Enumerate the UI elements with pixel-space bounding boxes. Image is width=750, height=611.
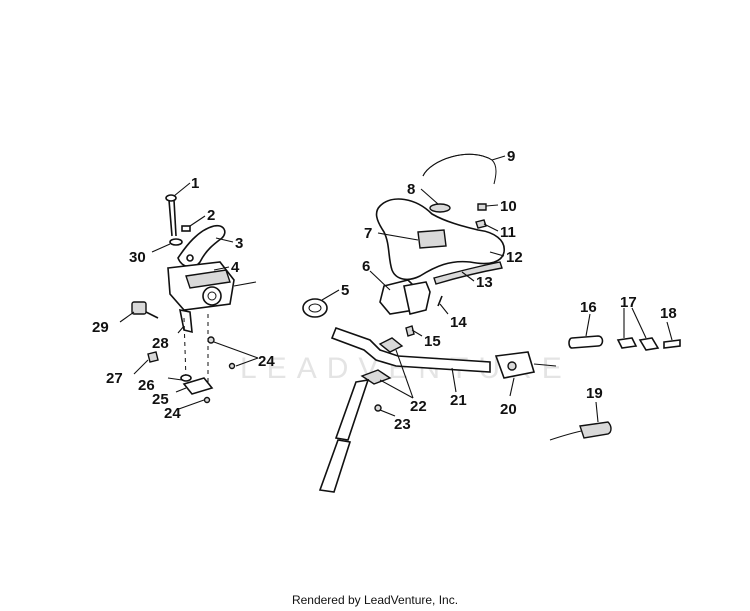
axis-line-1	[183, 317, 187, 381]
callout-label: 7	[364, 225, 372, 242]
callout-labels: 1 2 3 4 5 6 7 8 9 10 11 12 13 14 15 16 1…	[92, 148, 677, 433]
screw-part	[228, 362, 236, 370]
screw-part	[374, 404, 382, 412]
trim-part	[433, 261, 503, 285]
cable-part	[579, 421, 612, 439]
column-part	[334, 378, 370, 441]
callout-label: 16	[580, 299, 597, 316]
clip-part	[477, 203, 487, 211]
knob-part	[131, 301, 159, 319]
callout-label: 17	[620, 294, 637, 311]
callout-label: 11	[500, 224, 516, 241]
grip-cap-part	[638, 337, 660, 351]
callout-label: 23	[394, 416, 411, 433]
leader-lines	[119, 155, 673, 423]
clamp-part	[360, 369, 392, 385]
wheel-hub	[417, 229, 447, 249]
callout-label: 9	[507, 148, 515, 165]
callout-label: 13	[476, 274, 493, 291]
callout-label: 2	[207, 207, 215, 224]
callout-label: 30	[129, 249, 146, 266]
callout-label: 1	[191, 175, 199, 192]
nut-part	[147, 351, 159, 363]
column-lower-part	[318, 439, 352, 493]
left-assembly	[131, 194, 257, 404]
callout-label: 4	[231, 259, 240, 276]
nut-part	[475, 219, 487, 229]
callout-label: 26	[138, 377, 155, 394]
switch-wire	[533, 363, 557, 367]
cable-wire	[549, 429, 587, 441]
callout-label: 27	[106, 370, 123, 387]
callout-label: 14	[450, 314, 467, 331]
housing-top	[185, 269, 231, 289]
callout-label: 15	[424, 333, 441, 350]
cap-part	[429, 203, 451, 213]
footer-credit: Rendered by LeadVenture, Inc.	[291, 593, 459, 607]
grip-part	[568, 335, 604, 349]
right-assembly	[302, 153, 681, 493]
callout-label: 18	[660, 305, 677, 322]
housing-wire	[233, 281, 257, 287]
clamp-part	[378, 337, 404, 353]
callout-label: 5	[341, 282, 349, 299]
callout-label: 22	[410, 398, 427, 415]
nut-part	[181, 225, 191, 232]
wire-part	[422, 153, 497, 185]
bolt-part	[165, 194, 177, 237]
screw-part	[405, 325, 415, 337]
lever-hole	[186, 254, 194, 262]
callout-label: 24	[164, 405, 181, 422]
bolt-part	[663, 339, 681, 349]
washer-part	[169, 238, 183, 246]
callout-label: 19	[586, 385, 603, 402]
callout-label: 24	[258, 353, 275, 370]
callout-label: 20	[500, 401, 517, 418]
callout-label: 21	[450, 392, 467, 409]
callout-label: 25	[152, 391, 169, 408]
bracket-right	[403, 281, 431, 315]
bracket-part	[178, 308, 193, 334]
lever-part	[177, 224, 226, 268]
knob-inner	[308, 303, 322, 313]
callout-label: 3	[235, 235, 243, 252]
plate-part	[182, 377, 214, 395]
callout-label: 6	[362, 258, 370, 275]
nut-part	[207, 336, 215, 344]
callout-label: 8	[407, 181, 415, 198]
washer-part	[180, 374, 192, 382]
callout-label: 10	[500, 198, 517, 215]
screw-part	[203, 396, 211, 404]
housing-port	[202, 286, 222, 306]
switch-knob	[507, 361, 517, 371]
screw-part	[437, 295, 443, 307]
housing-port-inner	[207, 291, 217, 301]
grip-cap-part	[616, 337, 638, 349]
callout-label: 12	[506, 249, 523, 266]
handlebar-part	[330, 326, 491, 373]
knob-part	[302, 298, 328, 318]
wire-highlight	[422, 153, 493, 177]
callout-label: 29	[92, 319, 109, 336]
callout-label: 28	[152, 335, 169, 352]
